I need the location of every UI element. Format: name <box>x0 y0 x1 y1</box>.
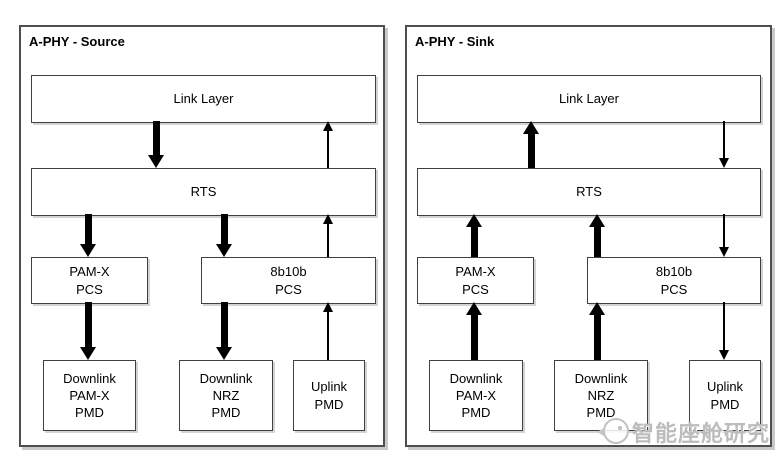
box-label: PCS <box>76 281 103 297</box>
box-8b10b-pcs: 8b10b PCS <box>201 257 376 304</box>
arrow-src-uplink-pmd-to-8b10b-pcs-icon <box>323 302 333 360</box>
box-downlink-nrz-pmd: Downlink NRZ PMD <box>554 360 648 431</box>
box-label: PAM-X <box>455 387 497 403</box>
box-label: PCS <box>660 281 688 297</box>
box-label: Link Layer <box>559 91 619 107</box>
panel-aphy-source: A-PHY - Source Link Layer RTS PAM-X PCS … <box>19 25 385 447</box>
box-link-layer: Link Layer <box>417 75 761 123</box>
box-8b10b-pcs: 8b10b PCS <box>587 257 761 304</box>
box-downlink-pamx-pmd: Downlink PAM-X PMD <box>43 360 136 431</box>
box-pamx-pcs: PAM-X PCS <box>417 257 534 304</box>
arrow-snk-pamx-pcs-to-rts-icon <box>466 214 482 257</box>
box-label: PMD <box>211 405 241 421</box>
arrow-src-rts-to-linklayer-icon <box>323 121 333 168</box>
box-label: RTS <box>576 184 602 200</box>
arrow-src-pamx-pcs-to-dl-pamx-pmd-icon <box>80 302 96 360</box>
box-label: PMD <box>710 396 740 412</box>
box-downlink-pamx-pmd: Downlink PAM-X PMD <box>429 360 523 431</box>
arrow-src-linklayer-to-rts-icon <box>148 121 164 168</box>
watermark-text: 智能座舱研究 <box>632 421 771 446</box>
box-label: 8b10b <box>270 264 307 280</box>
arrow-snk-dl-nrz-pmd-to-8b10b-pcs-icon <box>589 302 605 360</box>
arrow-src-rts-to-pamx-pcs-icon <box>80 214 96 257</box>
panel-title-source: A-PHY - Source <box>29 34 125 49</box>
arrow-snk-dl-pamx-pmd-to-pamx-pcs-icon <box>466 302 482 360</box>
box-label: Downlink <box>449 370 503 386</box>
box-rts: RTS <box>31 168 376 216</box>
box-label: Uplink <box>706 379 744 395</box>
box-label: PAM-X <box>69 264 110 280</box>
arrow-src-8b10b-pcs-to-rts-icon <box>323 214 333 257</box>
arrow-src-rts-to-8b10b-pcs-icon <box>216 214 232 257</box>
box-label: Downlink <box>63 370 116 386</box>
box-link-layer: Link Layer <box>31 75 376 123</box>
box-rts: RTS <box>417 168 761 216</box>
box-label: NRZ <box>587 387 615 403</box>
box-label: Downlink <box>574 370 628 386</box>
box-label: Link Layer <box>173 91 234 107</box>
arrow-snk-linklayer-to-rts-icon <box>719 121 729 168</box>
box-label: PCS <box>275 281 302 297</box>
box-label: 8b10b <box>655 264 693 280</box>
box-label: PAM-X <box>69 387 110 403</box>
box-label: Uplink <box>310 379 348 395</box>
box-label: PMD <box>586 405 616 421</box>
box-label: PMD <box>314 396 344 412</box>
box-downlink-nrz-pmd: Downlink NRZ PMD <box>179 360 273 431</box>
box-label: Downlink <box>199 370 253 386</box>
box-pamx-pcs: PAM-X PCS <box>31 257 148 304</box>
box-label: NRZ <box>212 387 240 403</box>
box-label: PCS <box>462 281 489 297</box>
watermark: 智能座舱研究 <box>596 415 770 449</box>
box-label: PMD <box>75 405 104 421</box>
box-label: RTS <box>190 184 217 200</box>
arrow-snk-rts-to-8b10b-pcs-icon <box>719 214 729 257</box>
arrow-snk-8b10b-pcs-to-uplink-pmd-icon <box>719 302 729 360</box>
box-label: PAM-X <box>455 264 496 280</box>
chick-mascot-logo-icon <box>596 415 632 449</box>
box-uplink-pmd: Uplink PMD <box>689 360 761 431</box>
panel-title-sink: A-PHY - Sink <box>415 34 495 49</box>
panel-aphy-sink: A-PHY - Sink Link Layer RTS PAM-X PCS 8b… <box>405 25 772 447</box>
box-label: PMD <box>461 405 491 421</box>
arrow-snk-rts-to-linklayer-icon <box>523 121 539 168</box>
box-uplink-pmd: Uplink PMD <box>293 360 365 431</box>
arrow-src-8b10b-pcs-to-dl-nrz-pmd-icon <box>216 302 232 360</box>
arrow-snk-8b10b-pcs-to-rts-icon <box>589 214 605 257</box>
